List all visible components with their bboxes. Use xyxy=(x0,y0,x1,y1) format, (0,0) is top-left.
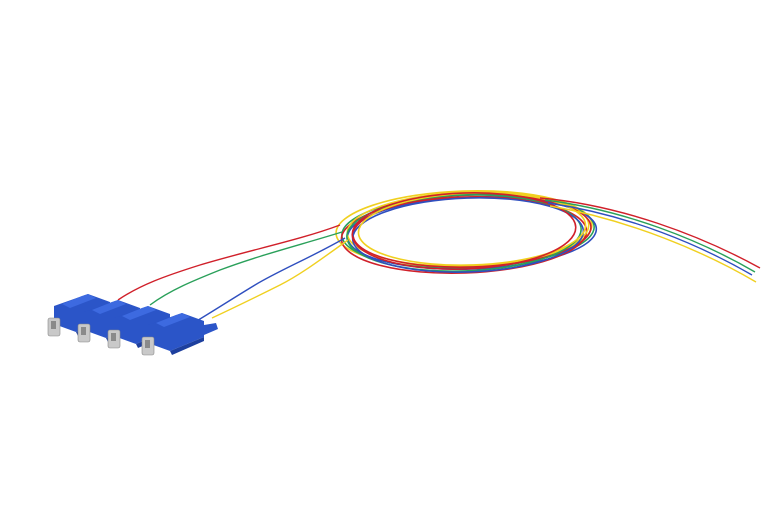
fiber-tail-yellow xyxy=(549,205,757,283)
fiber-tail-green xyxy=(544,199,756,273)
fiber-lead-blue xyxy=(194,237,346,323)
lc-connector-2 xyxy=(77,300,154,343)
fiber-tails xyxy=(539,197,761,283)
coil-loop-red xyxy=(351,192,577,270)
fiber-leads xyxy=(117,224,349,323)
fiber-coil xyxy=(335,189,598,275)
fiber-lead-green xyxy=(149,231,343,306)
connectors xyxy=(47,294,218,356)
fiber-lead-red xyxy=(117,224,341,301)
coil-loop-green xyxy=(346,194,582,272)
fiber-tail-blue xyxy=(547,202,753,276)
lc-connector-4 xyxy=(141,313,218,356)
fiber-tail-red xyxy=(539,197,761,269)
fiber-lead-yellow xyxy=(211,239,349,319)
